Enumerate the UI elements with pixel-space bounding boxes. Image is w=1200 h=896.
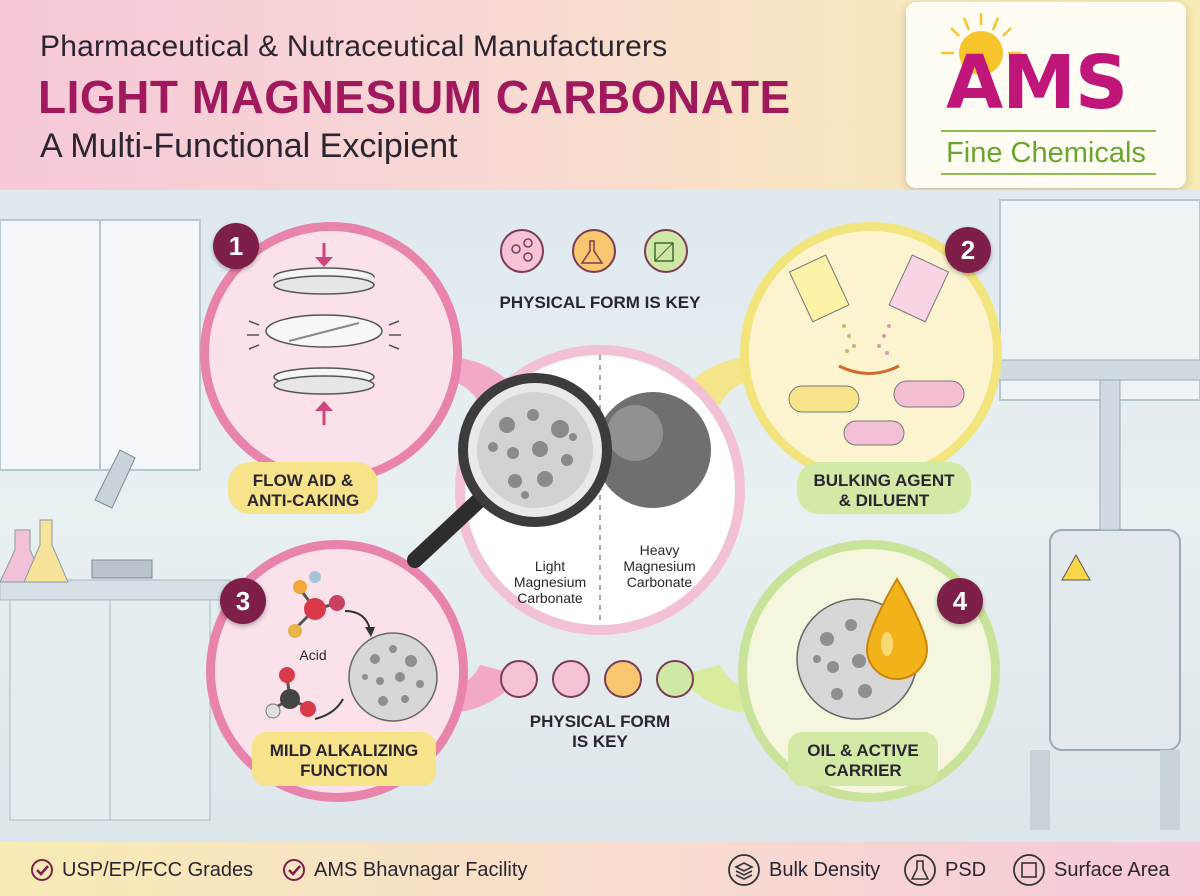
top-icon-glyphs	[511, 238, 674, 264]
beaker-icon	[552, 660, 590, 698]
square-area-icon	[1013, 854, 1045, 886]
ams-logo: AMS Fine Chemicals	[906, 2, 1186, 188]
footer-grades-text: USP/EP/FCC Grades	[62, 858, 254, 881]
step-badge-4: 4	[937, 578, 983, 624]
footer-psd: PSD	[903, 853, 986, 887]
footer-grades: USP/EP/FCC Grades	[30, 858, 253, 882]
logo-brand-text: AMS	[946, 40, 1128, 126]
header-subtitle: Pharmaceutical & Nutraceutical Manufactu…	[40, 30, 668, 63]
step-badge-2: 2	[945, 227, 991, 273]
porous-particle-oil-icon	[796, 577, 929, 720]
page-title: LIGHT MAGNESIUM CARBONATE	[38, 71, 791, 123]
flask-icon	[904, 854, 936, 886]
acid-label: Acid	[299, 647, 327, 663]
heavy-label-line1: Heavy	[639, 542, 680, 558]
light-label-line1: Light	[534, 558, 566, 574]
header-banner: Pharmaceutical & Nutraceutical Manufactu…	[0, 0, 1200, 190]
label-alkalizing-line1: MILD ALKALIZING	[269, 741, 419, 760]
bottom-caption-line2: IS KEY	[572, 732, 628, 751]
footer-surface-area: Surface Area	[1012, 853, 1170, 887]
light-label-line2: Magnesium	[513, 574, 587, 590]
label-bulking: BULKING AGENT & DILUENT	[797, 462, 971, 514]
light-label-line3: Carbonate	[517, 590, 583, 606]
logo-divider-bottom	[941, 173, 1156, 175]
molecule-icon	[500, 229, 544, 273]
powder-capsules-icon	[788, 254, 965, 446]
network-icon	[604, 660, 642, 698]
layers-icon	[728, 854, 760, 886]
heavy-mgco3-label: Heavy Magnesium Carbonate	[612, 542, 707, 590]
sun-icon	[941, 13, 1021, 75]
molecule-reaction-icon	[265, 571, 438, 722]
bottom-caption: PHYSICAL FORM IS KEY	[500, 712, 700, 752]
label-carrier-line1: OIL & ACTIVE	[807, 741, 919, 760]
label-bulking-line1: BULKING AGENT	[813, 471, 955, 490]
label-carrier-line2: CARRIER	[824, 761, 902, 780]
label-flow-aid-line2: ANTI-CAKING	[246, 491, 360, 510]
label-carrier: OIL & ACTIVE CARRIER	[788, 732, 938, 786]
flask-icon	[572, 229, 616, 273]
footer-bar: USP/EP/FCC Grades AMS Bhavnagar Facility…	[0, 842, 1200, 896]
step-badge-3: 3	[220, 578, 266, 624]
ruler-icon	[656, 660, 694, 698]
step-badge-1: 1	[213, 223, 259, 269]
label-flow-aid: FLOW AID & ANTI-CAKING	[228, 462, 378, 514]
label-bulking-line2: & DILUENT	[838, 491, 930, 510]
footer-facility: AMS Bhavnagar Facility	[282, 858, 527, 882]
label-alkalizing-line2: FUNCTION	[300, 761, 388, 780]
top-caption: PHYSICAL FORM IS KEY	[499, 293, 701, 312]
magnifier-comparison	[407, 355, 711, 625]
logo-divider-top	[941, 130, 1156, 132]
logo-subtitle: Fine Chemicals	[946, 137, 1146, 169]
heavy-label-line2: Magnesium	[623, 558, 696, 574]
check-circle-icon	[31, 859, 53, 881]
cube-icon	[644, 229, 688, 273]
flower-icon	[500, 660, 538, 698]
light-mgco3-label: Light Magnesium Carbonate	[505, 558, 595, 606]
footer-bulk-density: Bulk Density	[727, 853, 880, 887]
lab-illustration	[0, 199, 1200, 830]
label-flow-aid-line1: FLOW AID &	[252, 471, 354, 490]
footer-bulk-density-text: Bulk Density	[769, 858, 881, 881]
heavy-label-line3: Carbonate	[626, 574, 693, 590]
tablet-press-icon	[247, 243, 401, 425]
footer-facility-text: AMS Bhavnagar Facility	[314, 858, 528, 881]
label-alkalizing: MILD ALKALIZING FUNCTION	[252, 732, 436, 786]
bottom-caption-line1: PHYSICAL FORM	[529, 712, 671, 731]
check-circle-icon	[283, 859, 305, 881]
function-circle-bulking	[740, 222, 1002, 484]
header-tagline: A Multi-Functional Excipient	[40, 127, 458, 165]
footer-psd-text: PSD	[945, 858, 987, 881]
footer-surface-area-text: Surface Area	[1054, 858, 1170, 881]
